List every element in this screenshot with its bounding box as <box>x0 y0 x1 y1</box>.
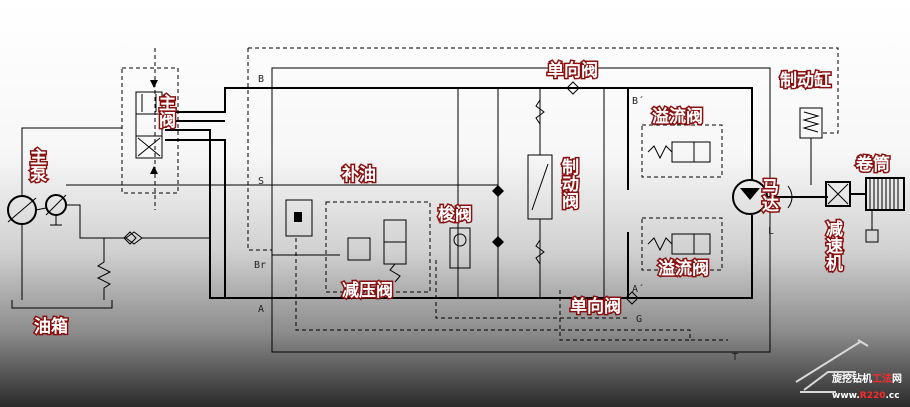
label-oil-tank: 油箱 <box>34 316 68 337</box>
port-S: S <box>258 176 264 187</box>
pump-feed <box>21 127 122 196</box>
label-drum: 卷筒 <box>855 154 890 175</box>
check-diamond-5 <box>123 231 137 245</box>
label-reducer: 减速机 <box>822 219 843 272</box>
main-valve-arrowhead-top <box>150 80 158 88</box>
tank-line <box>66 204 126 239</box>
brake-cylinder-body <box>799 107 823 139</box>
line-A <box>165 129 629 299</box>
watermark-rig-icon <box>795 339 869 393</box>
label-relief-valve-bottom: 溢流阀 <box>658 258 709 279</box>
label-shuttle-valve: 梭阀 <box>438 204 472 225</box>
port-G: G <box>636 314 642 325</box>
brake-cylinder-spring <box>802 111 820 133</box>
relief-valve-top-spring <box>647 145 673 160</box>
drum-body <box>865 177 905 211</box>
relief-valve-bot-spring <box>647 237 673 252</box>
main-valve-frame <box>121 67 179 194</box>
port-B: B <box>258 74 264 85</box>
drain-dash-2 <box>559 290 690 341</box>
label-brake-valve: 制动阀 <box>558 157 579 210</box>
port-T: T <box>732 352 738 363</box>
motor-feed-A <box>628 215 753 299</box>
label-brake-cylinder: 制动缸 <box>780 70 831 91</box>
brake-valve-spring-bot <box>535 239 545 265</box>
main-valve-arrowhead-bot <box>150 166 158 174</box>
label-main-valve-1: 主阀 <box>155 93 176 129</box>
check-diamond-1 <box>492 185 504 197</box>
reducing-valve-b <box>383 219 407 243</box>
watermark-line-2: www.R220.cc <box>832 391 900 401</box>
pilot-dash-loop <box>248 47 839 134</box>
label-relief-valve-top: 溢流阀 <box>652 106 703 127</box>
port-A-prime: A´ <box>632 283 644 295</box>
brake-valve-arrow <box>531 163 549 211</box>
relief-valve-top-frame <box>641 124 723 178</box>
label-motor: 马达 <box>758 178 779 212</box>
port-Br: Br <box>254 260 266 271</box>
label-check-valve-top: 单向阀 <box>547 60 598 81</box>
reducer-cross <box>827 183 849 205</box>
port-L: L <box>768 226 774 237</box>
watermark-line-1: 旋挖钻机工法网 <box>831 372 902 385</box>
relief-valve-bot-frame <box>641 217 723 271</box>
pump-return <box>50 215 62 226</box>
relief-valve-bot-body-2 <box>693 233 711 255</box>
relief-spring <box>96 238 112 300</box>
pump-shaft <box>35 207 47 211</box>
line-A-inner <box>165 139 226 298</box>
pump-arrow <box>7 197 37 223</box>
line-B <box>165 87 629 190</box>
accumulator <box>285 199 313 237</box>
reducing-valve-frame <box>325 201 431 293</box>
port-B-prime: B´ <box>632 95 644 107</box>
main-valve-cross <box>137 137 161 157</box>
pump-arrow-2 <box>45 194 67 216</box>
motor-rotation <box>787 185 793 209</box>
main-valve-spool-3 <box>135 135 163 159</box>
check-diamond-3 <box>566 81 580 95</box>
shuttle-valve <box>449 227 471 269</box>
label-check-valve-bottom: 单向阀 <box>570 296 621 317</box>
relief-valve-bot-body <box>671 233 695 255</box>
pilot-dash-bottom <box>295 238 728 341</box>
drum-hook <box>865 229 879 243</box>
relief-valve-top-body-2 <box>693 141 711 163</box>
drum-winding <box>869 178 899 210</box>
label-main-pump: 主泵 <box>26 147 47 183</box>
label-reducing-valve: 减压阀 <box>342 280 393 301</box>
shuttle-ball <box>453 233 467 247</box>
oil-tank-symbol <box>11 300 113 309</box>
check-diamond-2 <box>492 236 504 248</box>
motor-feed-B <box>628 87 753 180</box>
main-valve-arrows <box>141 94 157 112</box>
brake-valve-spring-top <box>535 99 545 125</box>
motor-triangle <box>740 188 760 200</box>
check-diamond-4 <box>625 291 639 305</box>
reducing-valve-spring <box>389 263 401 283</box>
reducing-valve-a <box>347 237 371 261</box>
accumulator-core <box>294 212 302 222</box>
pilot-dash-left <box>247 48 272 251</box>
label-replenish: 补油 <box>341 164 376 185</box>
port-A: A <box>258 304 264 315</box>
drain-dash <box>435 260 630 319</box>
relief-valve-top-body <box>671 141 695 163</box>
reducing-valve-c <box>383 241 407 265</box>
